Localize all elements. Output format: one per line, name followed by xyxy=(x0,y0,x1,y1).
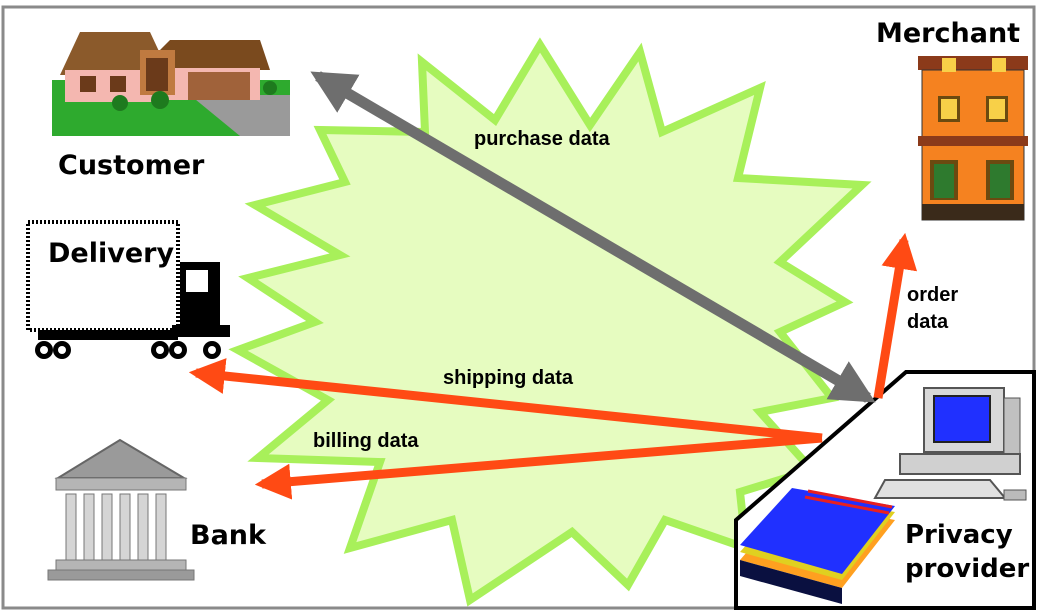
customer-house-icon xyxy=(52,32,290,136)
order-data-line-1: order xyxy=(907,284,959,306)
shipping-data-label: shipping data xyxy=(443,367,573,389)
diagram-frame xyxy=(1,5,1036,610)
delivery-truck-icon xyxy=(26,220,230,359)
policy-book-icon xyxy=(740,488,895,604)
merchant-building-icon xyxy=(918,56,1028,221)
computer-icon xyxy=(873,387,1027,501)
purchase-data-arrow xyxy=(310,71,876,403)
order-data-label: order data xyxy=(907,282,958,336)
order-data-arrow xyxy=(873,232,918,399)
customer-label: Customer xyxy=(58,150,205,181)
purchase-data-label: purchase data xyxy=(474,128,610,150)
bank-label: Bank xyxy=(190,520,266,551)
privacy-provider-label: Privacy provider xyxy=(905,518,1029,586)
shipping-data-arrow xyxy=(188,358,823,443)
order-data-line-2: data xyxy=(907,311,949,333)
privacy-provider-line-2: provider xyxy=(905,554,1030,584)
bank-building-icon xyxy=(47,438,195,581)
privacy-provider-line-1: Privacy xyxy=(905,520,1013,550)
billing-data-label: billing data xyxy=(313,430,419,452)
merchant-label: Merchant xyxy=(876,18,1021,49)
delivery-label: Delivery xyxy=(48,238,175,269)
billing-data-arrow xyxy=(254,433,823,500)
